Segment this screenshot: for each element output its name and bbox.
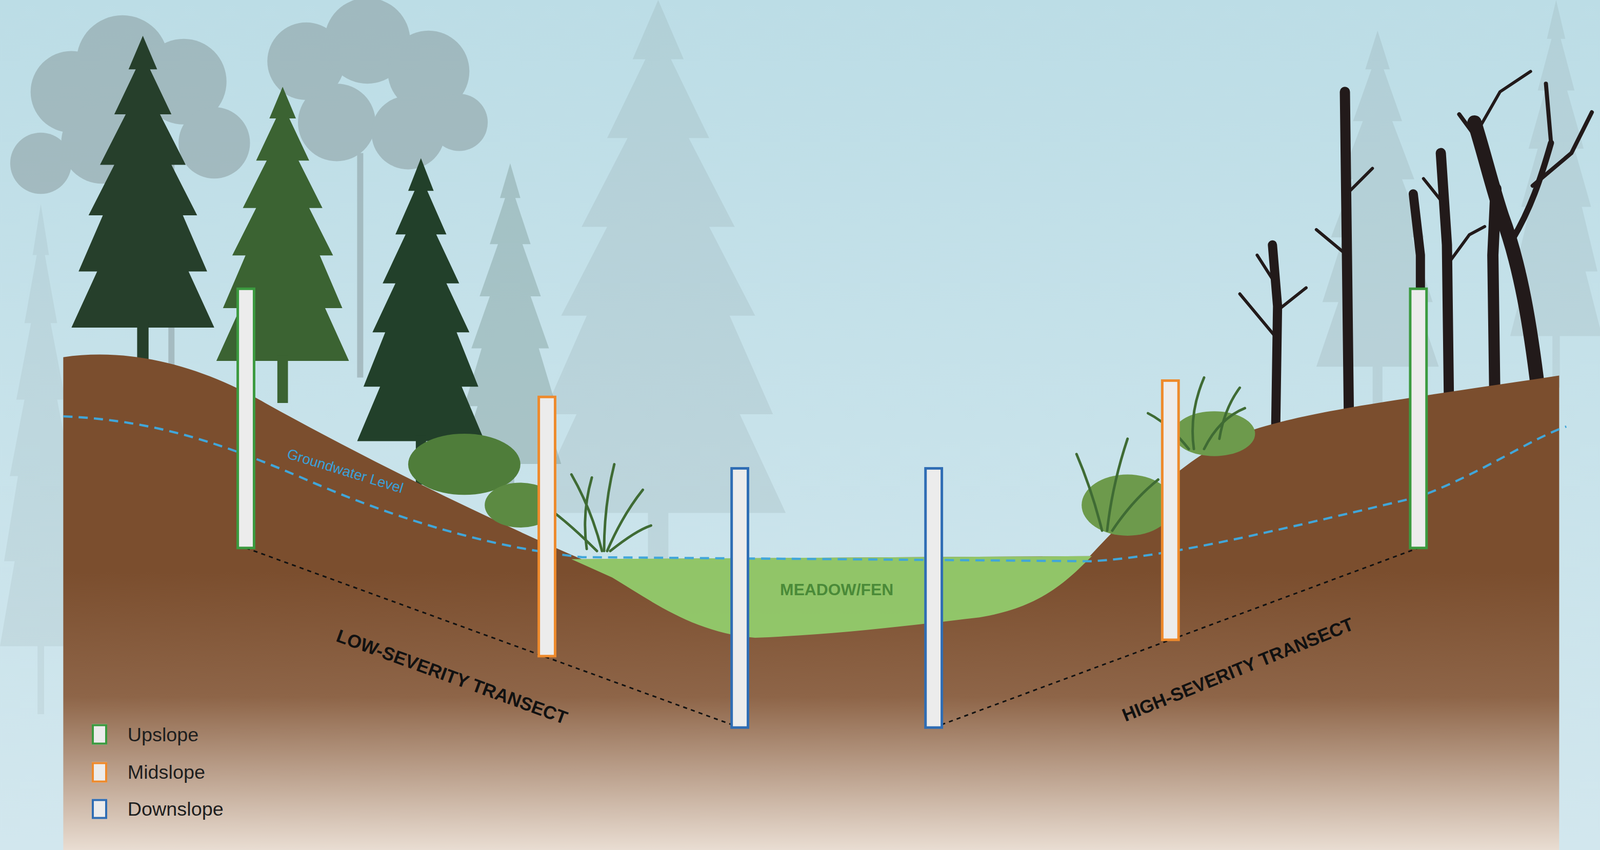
legend-swatch — [91, 724, 108, 746]
burned-snags — [1532, 112, 1592, 186]
upslope-well — [237, 288, 255, 549]
burned-snags — [1240, 293, 1276, 337]
legend-text: Midslope — [127, 761, 206, 784]
legend-text: Upslope — [127, 723, 199, 746]
legend-swatch — [91, 762, 108, 783]
transect-lines — [246, 548, 1419, 728]
grass-tufts — [550, 510, 597, 552]
burned-snags — [1546, 83, 1552, 143]
burned-snags — [1447, 226, 1486, 266]
burned-snags — [1423, 178, 1445, 205]
burned-snags — [1474, 122, 1539, 396]
living-conifers — [71, 35, 215, 373]
burned-snags — [1492, 188, 1496, 404]
burned-snags — [1479, 71, 1531, 128]
burned-snags — [1345, 91, 1350, 427]
fog-trees — [178, 107, 250, 179]
grass-tufts — [1192, 377, 1205, 449]
transect-label: HIGH-SEVERITY TRANSECT — [1118, 614, 1357, 727]
grass-tufts — [610, 525, 652, 552]
legend-text: Downslope — [127, 797, 224, 820]
burned-snags — [1347, 168, 1373, 194]
groundwater-label: Groundwater Level — [284, 446, 405, 497]
fog-trees — [297, 83, 376, 162]
ground — [63, 354, 1559, 850]
legend-item: Midslope — [91, 761, 206, 784]
region-label: MEADOW/FEN — [780, 580, 894, 600]
fog-trees — [10, 132, 72, 194]
burned-snags — [1512, 143, 1552, 240]
midslope-well — [1162, 380, 1179, 640]
burned-snags — [1441, 153, 1450, 407]
grass-tufts — [607, 489, 644, 551]
living-conifers — [216, 86, 350, 404]
burned-snags — [1316, 229, 1348, 256]
grass-tufts — [585, 477, 592, 550]
burned-snags — [1256, 255, 1274, 282]
grass-tufts — [1219, 387, 1240, 439]
shrubs — [408, 411, 1256, 536]
grass-tufts — [571, 474, 603, 552]
grass-tufts — [1076, 454, 1103, 531]
grass-tufts — [1107, 438, 1128, 531]
legend-item: Upslope — [91, 723, 199, 746]
fog-trees — [356, 153, 364, 378]
meadow-fen — [571, 556, 1092, 638]
downslope-well — [731, 468, 749, 729]
grass-tufts — [550, 377, 1245, 551]
burned-snags — [1272, 245, 1278, 442]
downslope-well — [925, 468, 943, 729]
groundwater-line — [63, 416, 1567, 562]
legend-swatch — [91, 798, 108, 820]
transect-label: LOW-SEVERITY TRANSECT — [333, 625, 571, 729]
fog-trees — [430, 93, 488, 151]
burned-snags — [1276, 287, 1307, 312]
grass-tufts — [1112, 479, 1159, 531]
upslope-well — [1410, 288, 1427, 549]
midslope-well — [538, 396, 556, 657]
legend-item: Downslope — [91, 797, 224, 820]
